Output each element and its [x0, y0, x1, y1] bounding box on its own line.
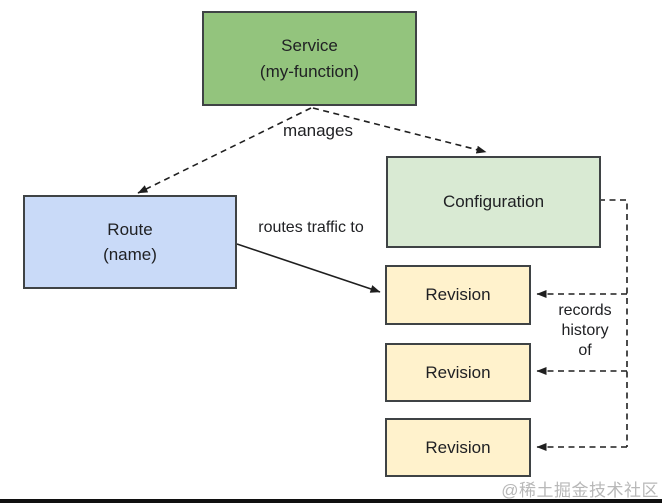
revision-node-2: Revision	[385, 343, 531, 402]
bottom-border-bar	[0, 499, 662, 503]
manages-edge-label: manages	[283, 121, 353, 140]
configuration-node: Configuration	[386, 156, 601, 248]
route-node: Route (name)	[23, 195, 237, 289]
revision-node-3: Revision	[385, 418, 531, 477]
edge-route-to-revision1	[236, 243, 381, 293]
service-node: Service (my-function)	[202, 11, 417, 106]
records-history-of-edge-label: records history of	[558, 302, 612, 360]
routes-traffic-to-edge-label: routes traffic to	[258, 219, 364, 236]
revision-node-1: Revision	[385, 265, 531, 325]
watermark: @稀土掘金技术社区	[501, 481, 659, 500]
